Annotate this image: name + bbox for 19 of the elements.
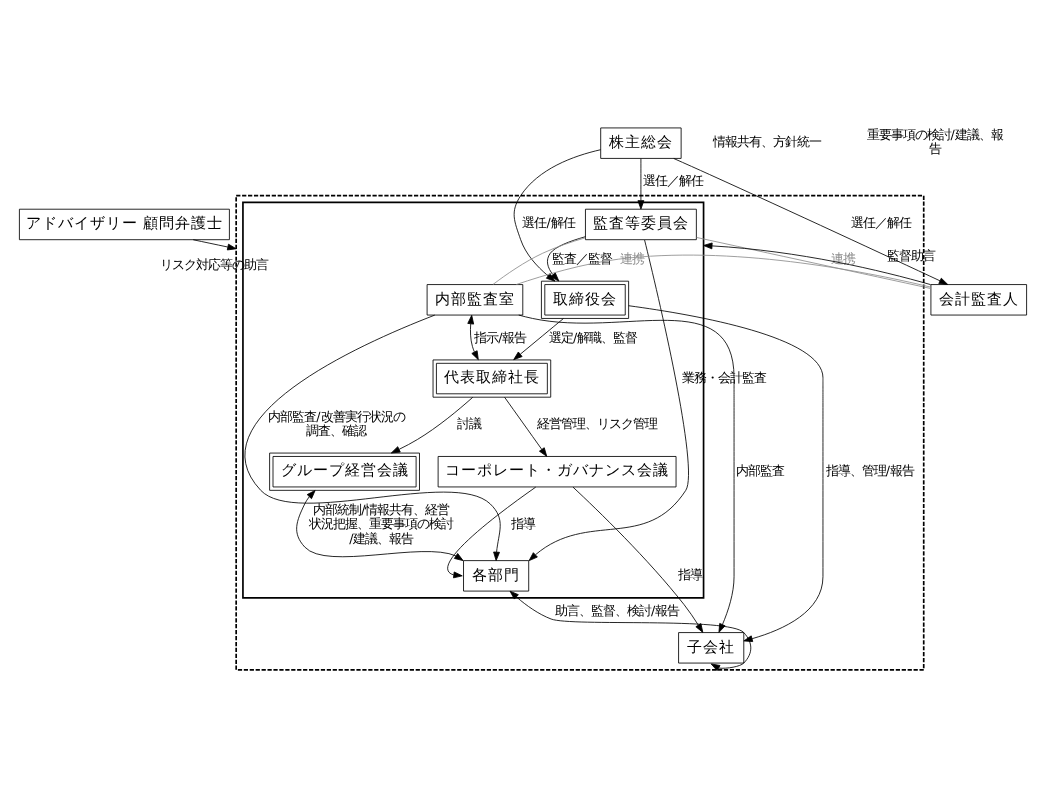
connector [515, 254, 932, 288]
arrow [513, 149, 601, 282]
connector [492, 237, 586, 285]
arrow [447, 486, 537, 579]
arrow [192, 239, 237, 251]
arrow [572, 486, 704, 633]
arrow [390, 396, 474, 454]
arrow [296, 490, 464, 562]
arrow [637, 158, 645, 210]
arrow [547, 236, 586, 282]
arrow [504, 396, 548, 457]
arrow [528, 239, 689, 562]
arrow [513, 318, 564, 361]
arrow [673, 158, 949, 285]
arrow [518, 314, 735, 633]
arrow [244, 314, 501, 562]
arrow [509, 590, 752, 672]
arrow [628, 305, 824, 642]
arrow [467, 314, 479, 361]
